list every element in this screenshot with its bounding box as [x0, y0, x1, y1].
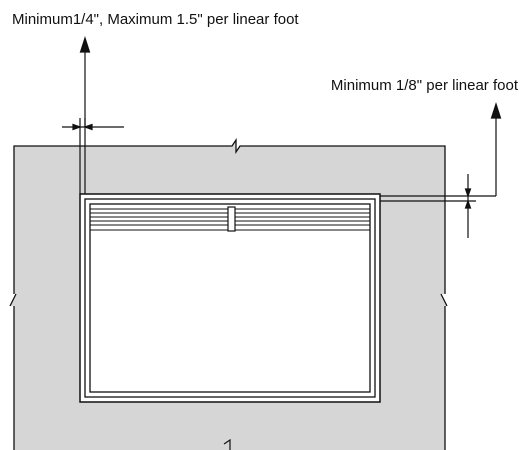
window-sash — [89, 203, 371, 393]
perimeter-gap-dimension — [62, 36, 124, 194]
wall-outline — [9, 137, 448, 450]
window-latch — [227, 206, 236, 232]
window-frame-middle — [84, 198, 376, 398]
perimeter-gap-arrow — [79, 36, 91, 53]
perimeter-gap-label: Minimum1/4", Maximum 1.5" per linear foo… — [12, 11, 299, 28]
inner-gap-arrow — [490, 102, 502, 119]
inner-gap-label: Minimum 1/8" per linear foot — [331, 77, 519, 94]
inner-gap-dimension — [380, 102, 502, 238]
wall-bottom-break — [223, 438, 231, 450]
